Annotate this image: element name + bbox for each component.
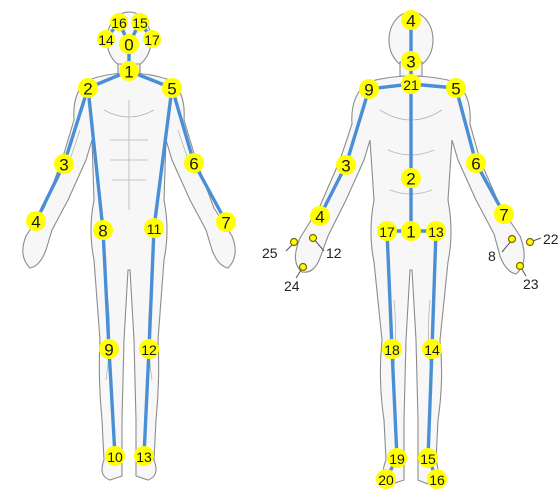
hand-point-22: 22 xyxy=(527,231,558,247)
svg-text:18: 18 xyxy=(384,342,400,358)
front-body-silhouette xyxy=(23,12,235,480)
svg-text:24: 24 xyxy=(284,278,300,294)
svg-text:16: 16 xyxy=(429,472,445,488)
svg-text:3: 3 xyxy=(341,157,350,176)
svg-text:7: 7 xyxy=(221,214,230,233)
svg-text:16: 16 xyxy=(111,15,127,31)
svg-text:17: 17 xyxy=(144,32,160,48)
svg-text:3: 3 xyxy=(59,156,68,175)
svg-text:9: 9 xyxy=(364,81,373,100)
svg-text:2: 2 xyxy=(406,170,415,189)
svg-text:8: 8 xyxy=(488,248,496,264)
back-keypoint-17: 17 xyxy=(377,221,397,241)
back-keypoint-18: 18 xyxy=(382,339,402,359)
back-keypoint-13: 13 xyxy=(426,221,446,241)
svg-text:4: 4 xyxy=(31,213,40,232)
front-keypoint-16: 16 xyxy=(110,13,128,31)
hand-point-25: 25 xyxy=(262,239,298,262)
svg-text:12: 12 xyxy=(326,245,342,261)
svg-text:9: 9 xyxy=(104,341,113,360)
svg-text:1: 1 xyxy=(406,223,415,242)
svg-text:22: 22 xyxy=(543,231,558,247)
hand-point-24: 24 xyxy=(284,264,307,295)
front-keypoint-10: 10 xyxy=(105,446,125,466)
svg-text:15: 15 xyxy=(420,451,436,467)
front-keypoint-12: 12 xyxy=(139,339,159,359)
front-keypoint-13: 13 xyxy=(134,446,154,466)
svg-text:10: 10 xyxy=(107,449,123,465)
svg-text:0: 0 xyxy=(124,36,133,55)
svg-text:19: 19 xyxy=(389,451,405,467)
svg-text:11: 11 xyxy=(147,221,162,237)
svg-text:6: 6 xyxy=(471,155,480,174)
svg-text:3: 3 xyxy=(406,53,415,72)
svg-text:23: 23 xyxy=(523,276,539,292)
back-keypoint-21: 21 xyxy=(401,74,421,94)
svg-text:13: 13 xyxy=(428,224,444,240)
svg-text:15: 15 xyxy=(132,15,148,31)
svg-text:4: 4 xyxy=(406,12,415,31)
front-keypoint-17: 17 xyxy=(143,30,161,48)
front-keypoint-11: 11 xyxy=(144,218,164,238)
svg-text:21: 21 xyxy=(403,77,419,93)
svg-text:8: 8 xyxy=(98,222,107,241)
svg-text:17: 17 xyxy=(379,224,395,240)
svg-text:5: 5 xyxy=(167,80,176,99)
svg-text:25: 25 xyxy=(262,245,278,261)
back-keypoint-15: 15 xyxy=(418,448,438,468)
back-keypoint-19: 19 xyxy=(387,448,407,468)
front-keypoint-15: 15 xyxy=(131,13,149,31)
svg-text:4: 4 xyxy=(315,208,324,227)
svg-text:13: 13 xyxy=(136,449,152,465)
hand-point-23: 23 xyxy=(517,263,539,293)
svg-text:2: 2 xyxy=(83,80,92,99)
front-keypoint-14: 14 xyxy=(97,30,115,48)
svg-text:12: 12 xyxy=(141,342,157,358)
svg-text:20: 20 xyxy=(378,472,394,488)
svg-text:5: 5 xyxy=(451,80,460,99)
back-keypoint-14: 14 xyxy=(422,339,442,359)
svg-text:6: 6 xyxy=(189,155,198,174)
svg-text:14: 14 xyxy=(424,342,440,358)
svg-text:14: 14 xyxy=(98,32,114,48)
back-keypoint-20: 20 xyxy=(376,469,396,489)
back-keypoint-16: 16 xyxy=(427,469,447,489)
svg-text:1: 1 xyxy=(124,63,133,82)
svg-text:7: 7 xyxy=(499,206,508,225)
